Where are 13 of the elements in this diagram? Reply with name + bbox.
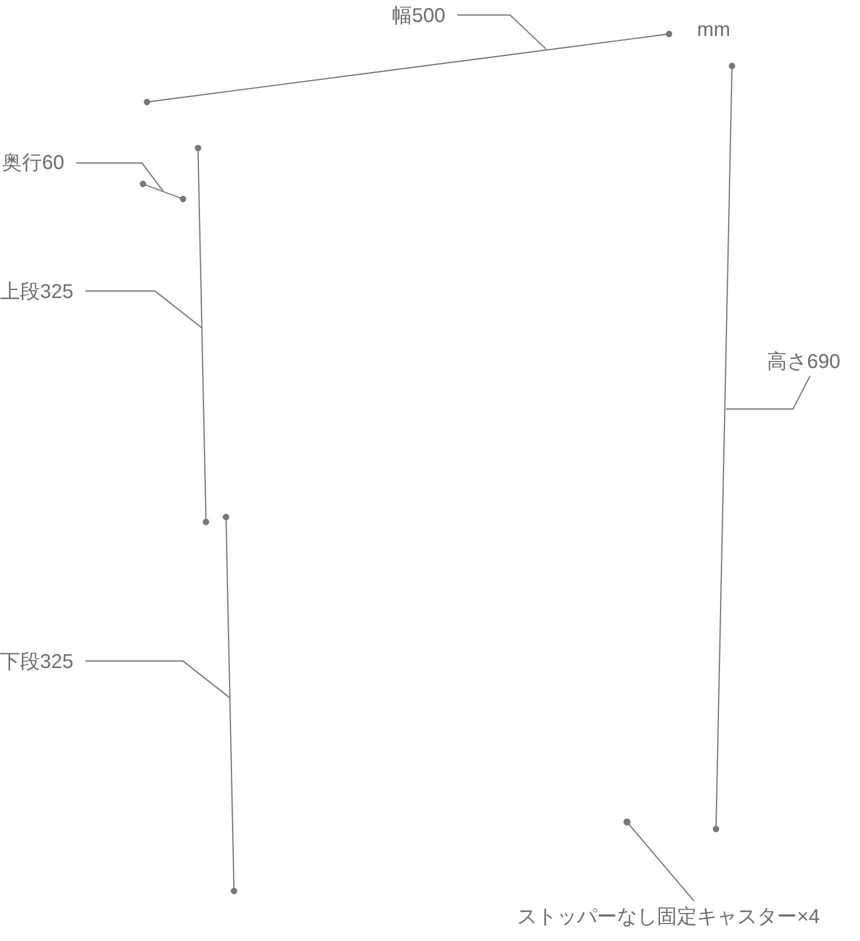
leader-line <box>85 660 230 698</box>
dimension-label: ストッパーなし固定キャスター×4 <box>517 905 820 929</box>
dimension-label: 下段325 <box>0 650 74 674</box>
leader-line <box>726 376 811 410</box>
unit-label: mm <box>697 18 730 42</box>
leader-line <box>624 818 694 902</box>
dimension-label: 上段325 <box>0 280 74 304</box>
dimension-label: 奥行60 <box>2 151 64 175</box>
dimension-label: 幅500 <box>392 4 446 28</box>
leader-line <box>85 290 202 328</box>
dimension-label: 高さ690 <box>767 350 840 374</box>
leader-line <box>457 14 546 50</box>
leader-line <box>76 162 164 192</box>
